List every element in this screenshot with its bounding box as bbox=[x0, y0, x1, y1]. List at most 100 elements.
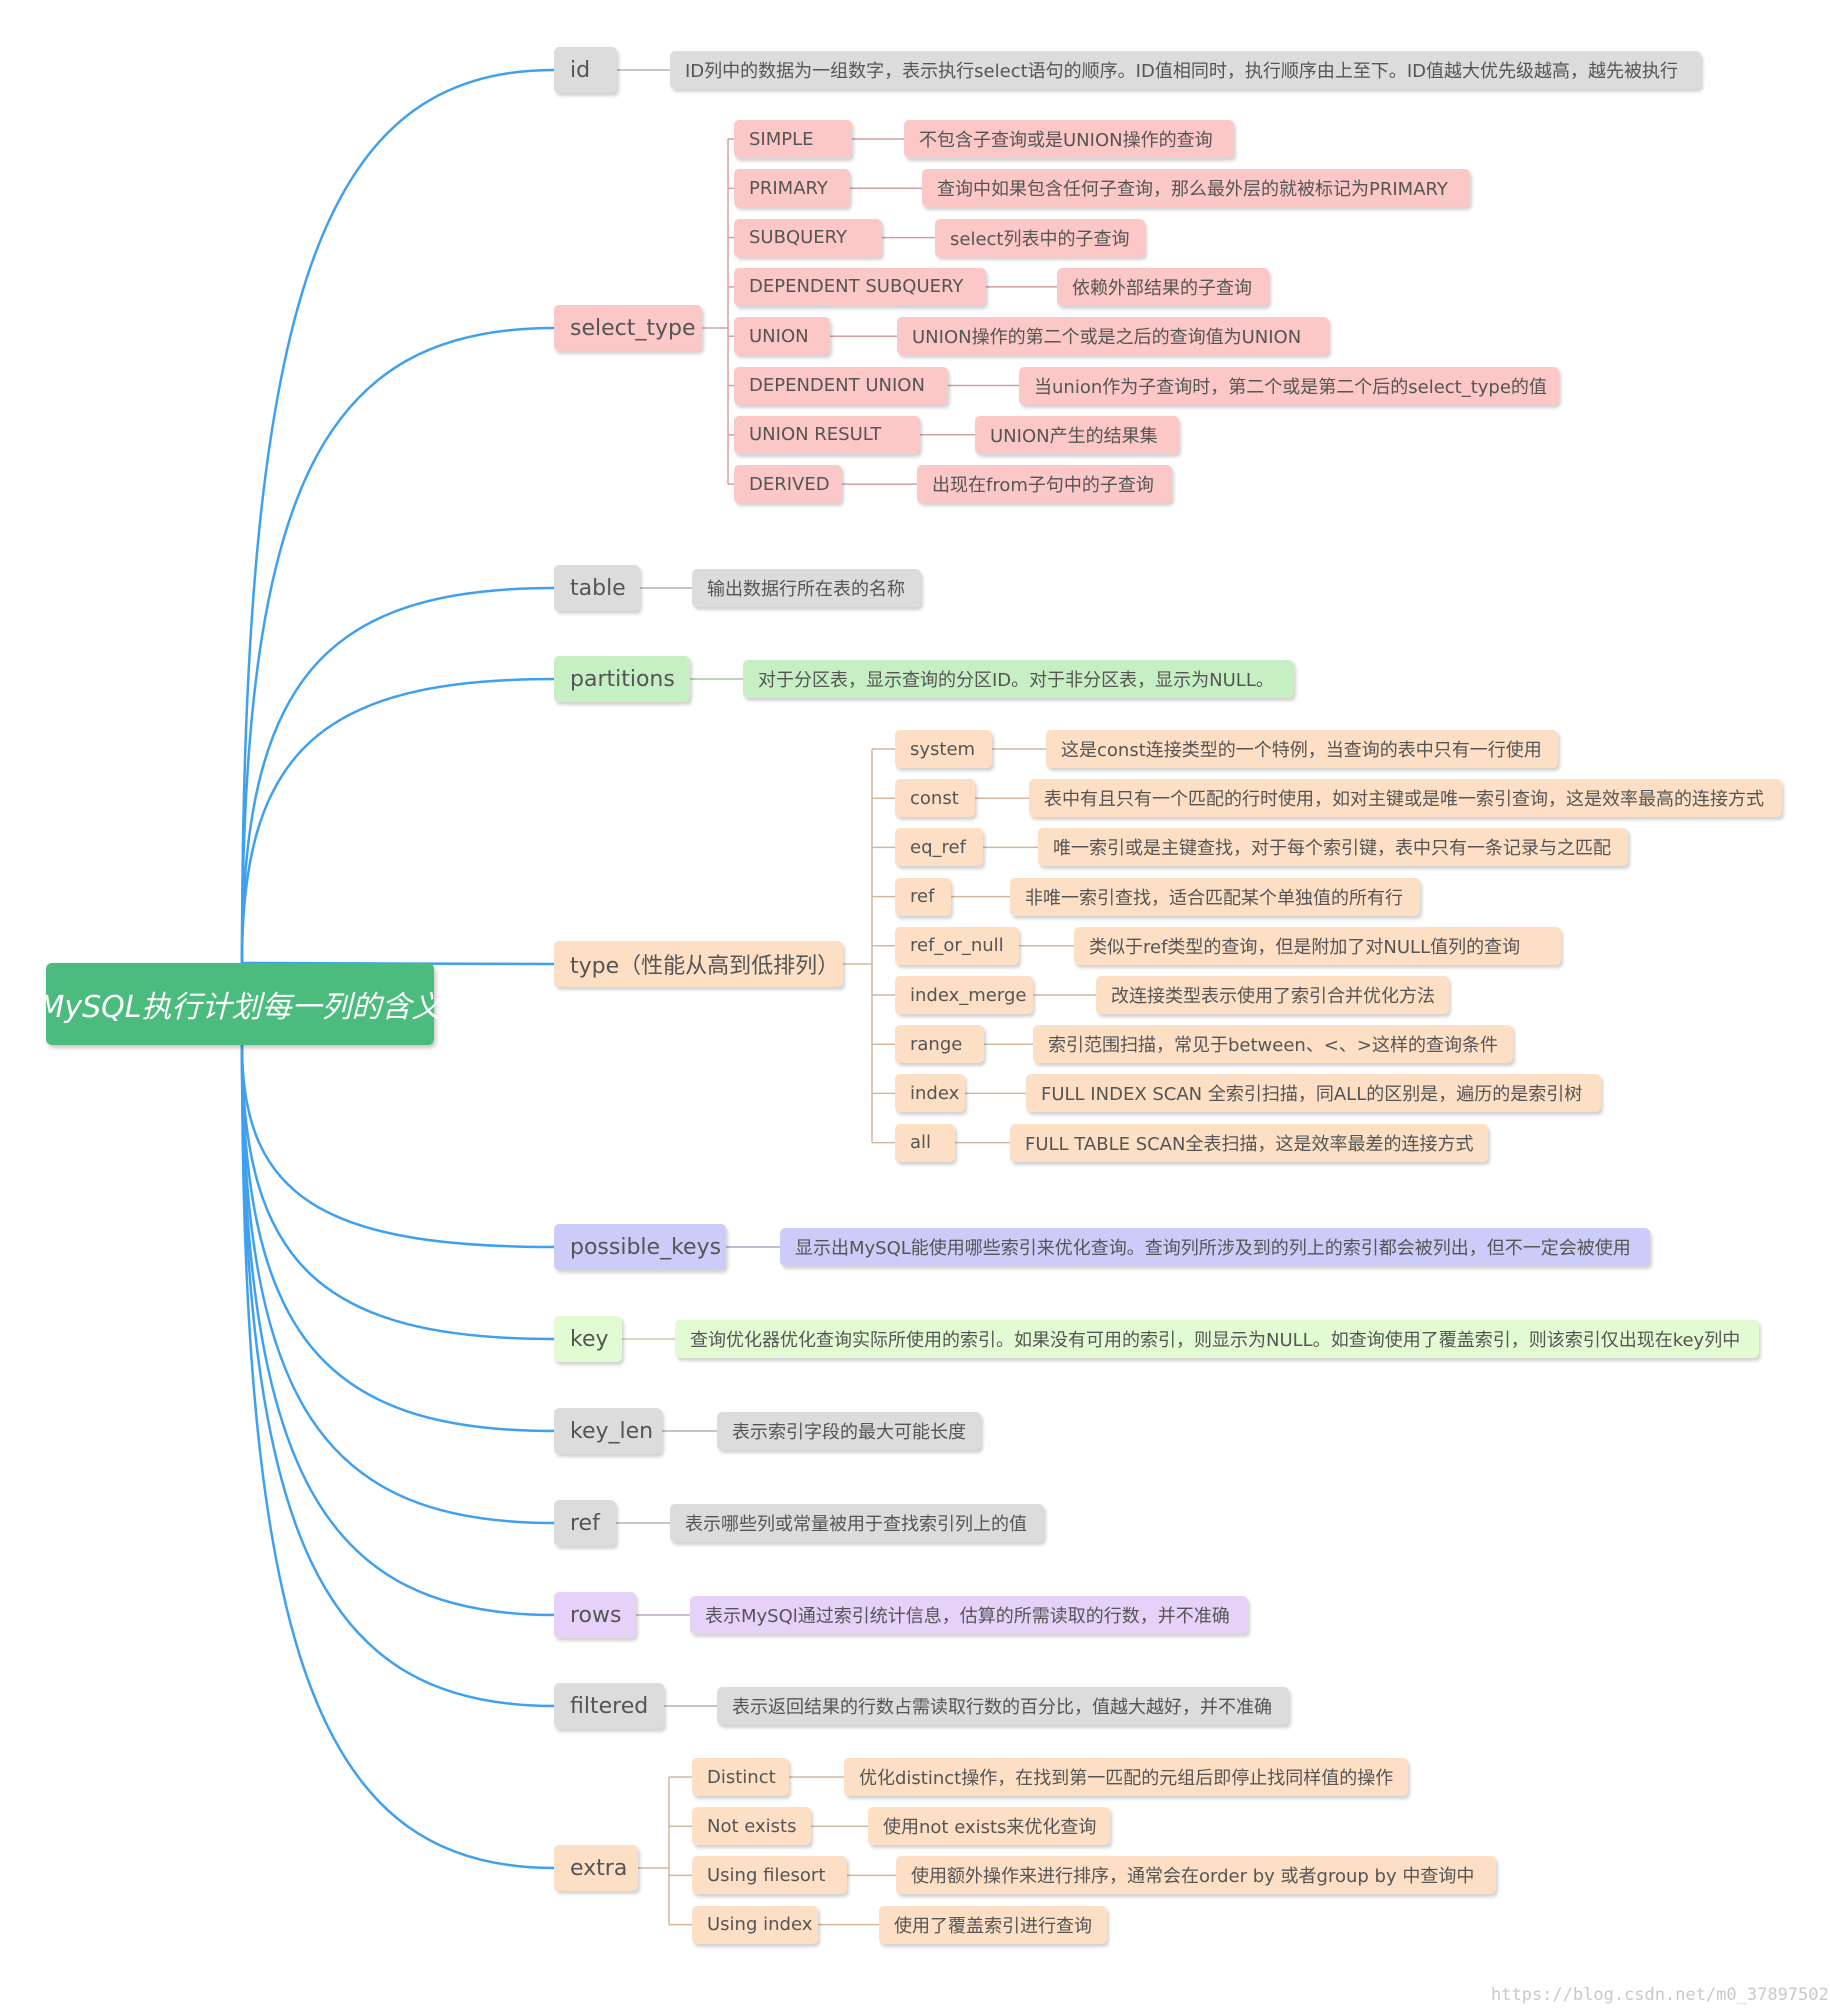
branch-1-child-6-desc: UNION产生的结果集 bbox=[975, 415, 1179, 454]
branch-0-desc-text: ID列中的数据为一组数字，表示执行select语句的顺序。ID值相同时，执行顺序… bbox=[685, 61, 1678, 82]
branch-5: possible_keys bbox=[554, 1224, 726, 1270]
branch-4-child-0-text: system bbox=[910, 738, 976, 760]
branch-11-child-3: Using index bbox=[692, 1905, 818, 1944]
branch-3: partitions bbox=[554, 656, 690, 702]
branch-0-desc: ID列中的数据为一组数字，表示执行select语句的顺序。ID值相同时，执行顺序… bbox=[670, 51, 1701, 89]
branch-11-child-1-desc: 使用not exists来优化查询 bbox=[868, 1807, 1110, 1846]
branch-11-child-2: Using filesort bbox=[692, 1856, 847, 1895]
branch-1-child-7-desc: 出现在from子句中的子查询 bbox=[917, 465, 1172, 504]
branch-5-desc-text: 显示出MySQL能使用哪些索引来优化查询。查询列所涉及到的列上的索引都会被列出，… bbox=[795, 1238, 1631, 1259]
branch-curve bbox=[240, 677, 555, 964]
branch-4-child-3: ref bbox=[895, 877, 951, 916]
branch-curve bbox=[240, 586, 555, 964]
branch-11-child-0: Distinct bbox=[692, 1758, 789, 1796]
branch-0-text: id bbox=[570, 57, 591, 83]
branch-1-child-5-desc: 当union作为子查询时，第二个或是第二个后的select_type的值 bbox=[1019, 366, 1559, 405]
branch-4-child-4-text: ref_or_null bbox=[910, 935, 1004, 957]
branch-1-child-5-desc-text: 当union作为子查询时，第二个或是第二个后的select_type的值 bbox=[1034, 376, 1547, 398]
branch-1: select_type bbox=[554, 305, 702, 351]
branch-10-desc-text: 表示返回结果的行数占需读取行数的百分比，值越大越好，并不准确 bbox=[732, 1697, 1272, 1718]
branch-10: filtered bbox=[554, 1683, 664, 1729]
branch-2-text: table bbox=[570, 575, 626, 601]
branch-11-child-1-text: Not exists bbox=[707, 1815, 797, 1837]
branch-11-child-0-text: Distinct bbox=[707, 1766, 776, 1788]
root-node: MySQL执行计划每一列的含义 bbox=[39, 963, 442, 1045]
branch-1-child-4-desc-text: UNION操作的第二个或是之后的查询值为UNION bbox=[912, 327, 1302, 349]
branch-1-child-7-text: DERIVED bbox=[749, 473, 830, 495]
branch-curve bbox=[240, 1044, 555, 1433]
branch-4-child-5-desc: 改连接类型表示使用了索引合并优化方法 bbox=[1096, 976, 1449, 1014]
branch-1-child-6-text: UNION RESULT bbox=[749, 424, 882, 446]
branch-2-desc-text: 输出数据行所在表的名称 bbox=[707, 579, 905, 600]
branch-2: table bbox=[554, 565, 640, 611]
branch-1-child-3-desc: 依赖外部结果的子查询 bbox=[1057, 267, 1269, 306]
branch-6-desc: 查询优化器优化查询实际所使用的索引。如果没有可用的索引，则显示为NULL。如查询… bbox=[675, 1320, 1759, 1358]
branch-4-child-3-text: ref bbox=[910, 886, 935, 908]
branch-4-child-6: range bbox=[895, 1025, 984, 1064]
branch-6: key bbox=[554, 1316, 622, 1362]
branch-1-child-1-text: PRIMARY bbox=[749, 177, 828, 199]
branch-4-child-6-desc-text: 索引范围扫描，常见于between、<、>这样的查询条件 bbox=[1048, 1035, 1498, 1057]
branch-curve bbox=[240, 1044, 555, 1525]
branch-4-child-7-desc: FULL INDEX SCAN 全索引扫描，同ALL的区别是，遍历的是索引树 bbox=[1026, 1074, 1601, 1113]
branch-11-text: extra bbox=[570, 1855, 628, 1881]
branch-7: key_len bbox=[554, 1408, 662, 1454]
branch-11-child-0-desc: 优化distinct操作，在找到第一匹配的元组后即停止找同样值的操作 bbox=[844, 1758, 1408, 1796]
branch-8: ref bbox=[554, 1500, 616, 1546]
branch-4-child-2-text: eq_ref bbox=[910, 836, 966, 858]
branch-1-child-2-desc: select列表中的子查询 bbox=[935, 218, 1145, 257]
branch-curve bbox=[240, 1044, 555, 1249]
branch-9-text: rows bbox=[570, 1602, 622, 1628]
branch-10-text: filtered bbox=[570, 1693, 649, 1719]
branch-4-child-2-desc: 唯一索引或是主键查找，对于每个索引键，表中只有一条记录与之匹配 bbox=[1038, 828, 1628, 867]
branch-curve bbox=[240, 1044, 555, 1708]
branch-4-child-5: index_merge bbox=[895, 976, 1033, 1014]
branch-11-child-2-desc-text: 使用额外操作来进行排序，通常会在order by 或者group by 中查询中 bbox=[911, 1866, 1475, 1888]
branch-4-child-7-text: index bbox=[910, 1082, 960, 1104]
branch-curve bbox=[240, 1044, 555, 1341]
branch-4-child-4-desc: 类似于ref类型的查询，但是附加了对NULL值列的查询 bbox=[1074, 926, 1561, 965]
branch-11: extra bbox=[554, 1845, 638, 1891]
branch-1-child-1-desc-text: 查询中如果包含任何子查询，那么最外层的就被标记为PRIMARY bbox=[937, 179, 1448, 201]
branch-0: id bbox=[554, 47, 617, 93]
branch-4-child-2-desc-text: 唯一索引或是主键查找，对于每个索引键，表中只有一条记录与之匹配 bbox=[1053, 838, 1611, 860]
branch-1-child-2-desc-text: select列表中的子查询 bbox=[950, 228, 1130, 250]
branch-4-child-7: index bbox=[895, 1074, 965, 1113]
branch-1-child-3-desc-text: 依赖外部结果的子查询 bbox=[1072, 277, 1252, 299]
branch-curve bbox=[240, 1044, 555, 1617]
branch-1-child-7-desc-text: 出现在from子句中的子查询 bbox=[932, 475, 1154, 497]
branch-4-child-5-desc-text: 改连接类型表示使用了索引合并优化方法 bbox=[1111, 986, 1435, 1007]
branch-9-desc-text: 表示MySQl通过索引统计信息，估算的所需读取的行数，并不准确 bbox=[705, 1606, 1230, 1627]
branch-4-text: type（性能从高到低排列） bbox=[570, 954, 840, 979]
branch-11-child-3-desc-text: 使用了覆盖索引进行查询 bbox=[894, 1915, 1092, 1937]
branch-1-child-2-text: SUBQUERY bbox=[749, 227, 848, 249]
branch-4-child-4-desc-text: 类似于ref类型的查询，但是附加了对NULL值列的查询 bbox=[1089, 936, 1521, 958]
branch-4-child-1: const bbox=[895, 779, 975, 818]
branch-7-desc: 表示索引字段的最大可能长度 bbox=[717, 1412, 981, 1450]
branch-4-child-1-text: const bbox=[910, 787, 959, 809]
branch-8-text: ref bbox=[570, 1510, 600, 1536]
branch-7-desc-text: 表示索引字段的最大可能长度 bbox=[732, 1422, 966, 1443]
branch-11-child-1-desc-text: 使用not exists来优化查询 bbox=[883, 1817, 1097, 1839]
branch-4-child-3-desc: 非唯一索引查找，适合匹配某个单独值的所有行 bbox=[1010, 877, 1420, 916]
branch-1-child-6: UNION RESULT bbox=[734, 415, 920, 454]
branch-1-child-0-desc-text: 不包含子查询或是UNION操作的查询 bbox=[919, 130, 1213, 151]
branch-curve bbox=[240, 1044, 555, 1870]
branch-10-desc: 表示返回结果的行数占需读取行数的百分比，值越大越好，并不准确 bbox=[717, 1687, 1289, 1725]
branch-curve bbox=[240, 68, 555, 964]
branch-4-child-5-text: index_merge bbox=[910, 984, 1027, 1006]
branch-1-child-4: UNION bbox=[734, 317, 830, 356]
branch-5-desc: 显示出MySQL能使用哪些索引来优化查询。查询列所涉及到的列上的索引都会被列出，… bbox=[780, 1228, 1650, 1266]
branch-4-child-0-desc-text: 这是const连接类型的一个特例，当查询的表中只有一行使用 bbox=[1061, 740, 1542, 761]
branch-1-child-0: SIMPLE bbox=[734, 120, 852, 158]
branch-4-child-8-desc-text: FULL TABLE SCAN全表扫描，这是效率最差的连接方式 bbox=[1025, 1133, 1474, 1155]
branch-1-child-6-desc-text: UNION产生的结果集 bbox=[990, 425, 1158, 447]
branch-4-child-1-desc: 表中有且只有一个匹配的行时使用，如对主键或是唯一索引查询，这是效率最高的连接方式 bbox=[1029, 779, 1782, 818]
branch-1-child-4-text: UNION bbox=[749, 325, 809, 347]
branch-3-text: partitions bbox=[570, 666, 675, 692]
branch-4-child-0: system bbox=[895, 730, 992, 768]
branch-1-child-3: DEPENDENT SUBQUERY bbox=[734, 267, 986, 306]
branch-4-child-0-desc: 这是const连接类型的一个特例，当查询的表中只有一行使用 bbox=[1046, 730, 1558, 768]
branch-9: rows bbox=[554, 1592, 636, 1638]
